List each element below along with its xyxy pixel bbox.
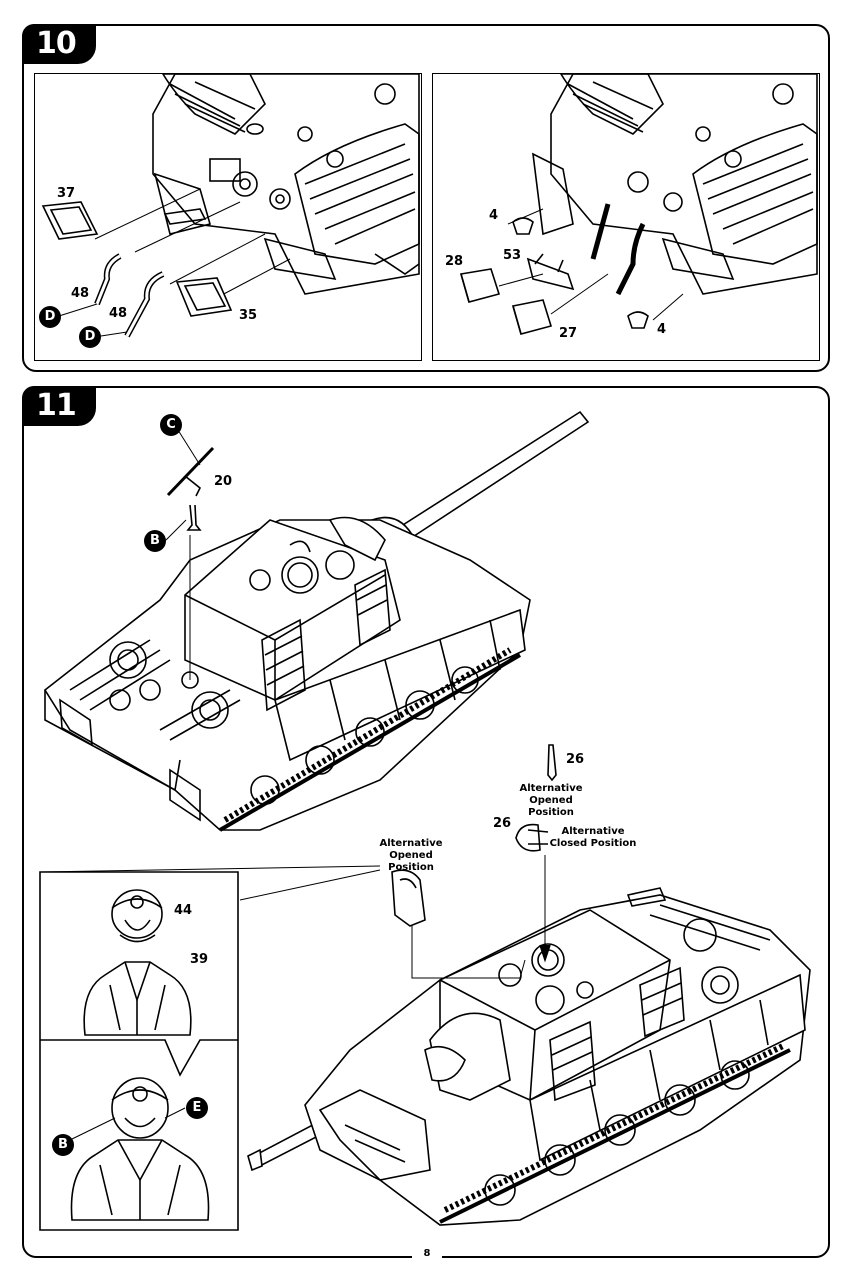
part-26-label: 26 <box>566 752 585 767</box>
alt-opened-hatch-note: Alternative Opened Position <box>519 783 583 818</box>
step-10-left-panel: 37 48 48 35 D D <box>34 73 422 361</box>
step-10-number: 10 <box>22 24 96 64</box>
marker-e: E <box>186 1097 208 1119</box>
marker-d: D <box>39 306 61 328</box>
marker-b: B <box>144 530 166 552</box>
part-53-label: 53 <box>503 248 522 263</box>
marker-c: C <box>160 414 182 436</box>
marker-b: B <box>52 1134 74 1156</box>
alt-closed-hatch-note: Alternative Closed Position <box>549 826 637 849</box>
alt-opened-figure-note: Alternative Opened Position <box>379 838 443 873</box>
part-37-label: 37 <box>57 186 76 201</box>
step-10-right-panel: 4 53 28 27 4 <box>432 73 820 361</box>
page-number: 8 <box>412 1248 442 1259</box>
part-4-label: 4 <box>489 208 499 223</box>
part-48-label: 48 <box>71 286 90 301</box>
part-44-label: 44 <box>174 903 193 918</box>
part-48-label: 48 <box>109 306 128 321</box>
part-35-label: 35 <box>239 308 258 323</box>
part-4-label: 4 <box>657 322 667 337</box>
part-39-label: 39 <box>190 952 209 967</box>
step-11-number: 11 <box>22 386 96 426</box>
step-10-right-drawing <box>459 73 818 335</box>
step-10-left-drawing <box>41 73 420 338</box>
part-26-label: 26 <box>493 816 512 831</box>
marker-d: D <box>79 326 101 348</box>
part-20-label: 20 <box>214 474 233 489</box>
part-28-label: 28 <box>445 254 464 269</box>
part-27-label: 27 <box>559 326 578 341</box>
